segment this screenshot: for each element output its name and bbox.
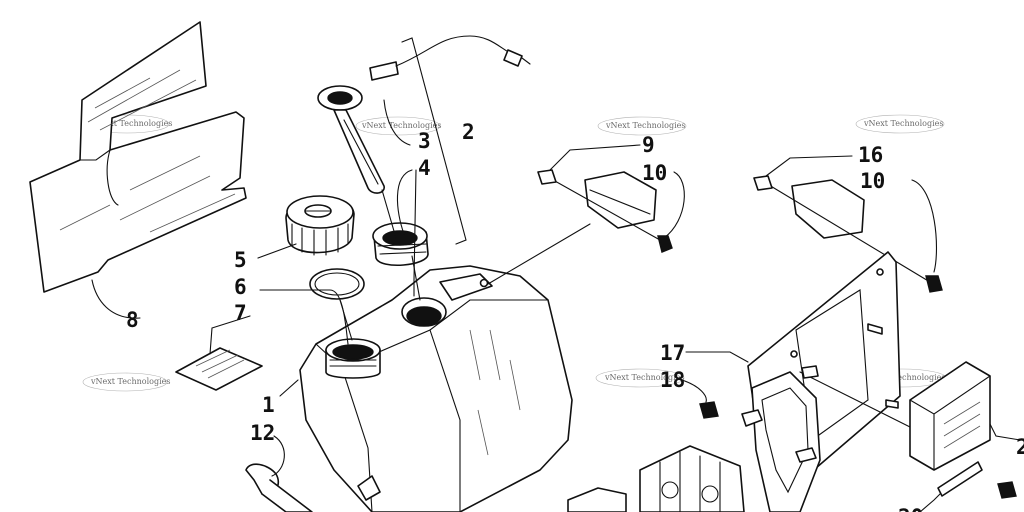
callout-10-left: 10 — [642, 161, 667, 185]
callout-18: 18 — [660, 368, 685, 392]
watermark-text: vNext Technologies — [90, 377, 170, 386]
heat-shield-icon — [29, 21, 247, 293]
watermark-5: vNext Technologies — [82, 372, 170, 392]
watermark-text: vNext Technologies — [865, 373, 945, 382]
callout-4: 4 — [418, 156, 431, 180]
electrical-box — [909, 361, 991, 471]
callout-10-right: 10 — [860, 169, 885, 193]
callout-12: 12 — [250, 421, 275, 445]
callout-17: 17 — [660, 341, 685, 365]
fuel-gauge-sender-icon — [317, 35, 531, 194]
callout-7: 7 — [234, 301, 247, 325]
assembly-lines — [339, 189, 591, 341]
callout-5: 5 — [234, 248, 247, 272]
callout-1: 1 — [262, 393, 275, 417]
callout-3: 3 — [418, 129, 431, 153]
kit-bracket — [401, 37, 467, 245]
watermark-7: vNext Technologies — [595, 368, 684, 388]
callout-9: 9 — [642, 133, 655, 157]
lower-frame-bracket — [699, 365, 917, 512]
solenoid-assembly — [639, 445, 745, 512]
callout-2-right: 2 — [1016, 435, 1024, 459]
watermark-4: vNext Technologies — [855, 114, 945, 134]
mounting-bracket-9 — [537, 169, 673, 253]
watermark-3: vNext Technologies — [597, 116, 687, 136]
callout-2: 2 — [462, 120, 475, 144]
watermark-text: vNext Technologies — [605, 121, 685, 130]
leader-lines — [91, 99, 1021, 512]
warning-decal — [175, 347, 263, 391]
watermark-text: vNext Technologies — [361, 121, 441, 130]
grommet — [372, 222, 429, 267]
fuel-tank-icon — [299, 265, 573, 512]
callout-labels: 1 2 3 4 5 6 7 8 9 10 10 12 16 17 18 2 20 — [126, 120, 1024, 512]
watermark-2: vNext Technologies — [355, 116, 441, 136]
mounting-bracket-16 — [753, 175, 943, 293]
strap-plate — [937, 461, 1017, 499]
callout-6: 6 — [234, 275, 247, 299]
watermark-text: vNext Technologies — [604, 373, 684, 382]
gas-cap-icon — [285, 195, 355, 256]
watermark-text: vNext Technologies — [92, 119, 172, 128]
callout-8: 8 — [126, 308, 139, 332]
relay-block — [567, 487, 627, 512]
watermark-text: vNext Technologies — [863, 119, 943, 128]
callout-16: 16 — [858, 143, 883, 167]
callout-20: 20 — [898, 505, 923, 512]
